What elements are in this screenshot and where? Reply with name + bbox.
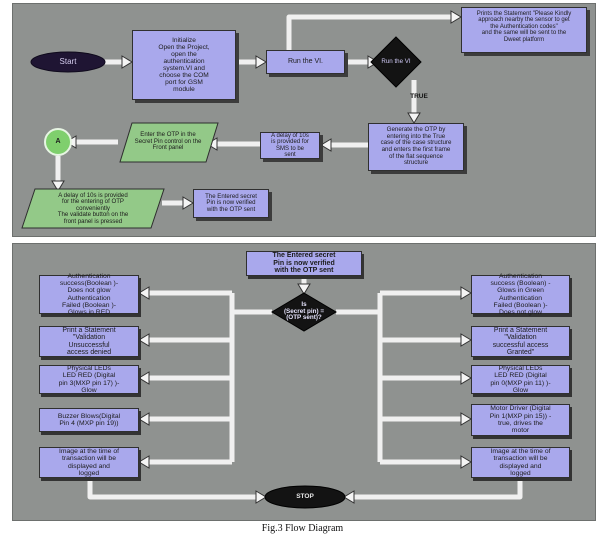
pin-verified-step: The Entered secret Pin is now verified w… — [193, 189, 269, 218]
stop-terminal — [264, 485, 346, 509]
right-statement-box: Print a Statement "Validation successful… — [471, 326, 570, 357]
left-led-text: Physical LEDs LED RED (Digital pin 3(MXP… — [58, 364, 120, 394]
left-image-log-text: Image at the time of transaction will be… — [58, 447, 120, 477]
delay-entering-input-shape — [21, 188, 165, 229]
right-led-text: Physical LEDs LED RED (Digital pin 0(MXP… — [490, 364, 551, 394]
right-motor-box: Motor Driver (Digital Pin 1(MXP pin 15))… — [471, 404, 570, 436]
right-image-log-box: Image at the time of transaction will be… — [471, 447, 570, 478]
bottom-header-step: The Entered secret Pin is now verified w… — [246, 251, 362, 276]
enter-otp-text: Enter the OTP in the Secret Pin control … — [134, 131, 202, 152]
left-auth-status-text: Authentication success(Boolean )- Does n… — [59, 272, 119, 317]
right-statement-text: Print a Statement "Validation successful… — [492, 326, 549, 356]
delay-sms-step: A delay of 10s is provided for SMS to be… — [260, 132, 320, 159]
figure-caption: Fig.3 Flow Diagram — [261, 523, 344, 535]
left-auth-status-box: Authentication success(Boolean )- Does n… — [39, 272, 139, 317]
generate-otp-step: Generate the OTP by entering into the Tr… — [368, 123, 464, 171]
left-image-log-box: Image at the time of transaction will be… — [39, 447, 139, 478]
prints-statement-step: Prints the Statement "Please Kindly appr… — [461, 7, 587, 53]
left-statement-box: Print a Statement "Validation Unsuccessf… — [39, 326, 139, 357]
enter-otp-label: Enter the OTP in the Secret Pin control … — [124, 126, 212, 158]
initialize-step: Initialize Open the Project, open the au… — [132, 30, 236, 100]
run-vi-decision-diamond — [370, 36, 422, 88]
delay-entering-label: A delay of 10s is provided for the enter… — [28, 190, 158, 228]
generate-otp-text: Generate the OTP by entering into the Tr… — [380, 125, 452, 167]
right-auth-status-text: Authentication success (Boolean) - Glows… — [490, 272, 551, 317]
right-image-log-text: Image at the time of transaction will be… — [490, 447, 551, 477]
start-terminal — [30, 51, 106, 73]
initialize-text: Initialize Open the Project, open the au… — [158, 36, 210, 94]
delay-sms-text: A delay of 10s is provided for SMS to be… — [271, 132, 309, 158]
true-label: TRUE — [410, 93, 428, 101]
pin-verified-text: The Entered secret Pin is now verified w… — [205, 192, 257, 213]
delay-entering-text: A delay of 10s is provided for the enter… — [57, 191, 129, 225]
decision-text: Is (Secret pin) = (OTP sent)? — [283, 300, 325, 322]
left-statement-text: Print a Statement "Validation Unsuccessf… — [62, 326, 116, 356]
enter-otp-input-shape — [119, 122, 219, 163]
right-led-box: Physical LEDs LED RED (Digital pin 0(MXP… — [471, 365, 570, 394]
decision-label: Is (Secret pin) = (OTP sent)? — [276, 299, 332, 325]
connector-a-circle — [44, 128, 72, 156]
bottom-header-text: The Entered secret Pin is now verified w… — [272, 252, 336, 275]
left-buzzer-text: Buzzer Blows(Digital Pin 4 (MXP pin 19)) — [57, 412, 121, 427]
run-vi-decision-label: Run the VI — [381, 57, 411, 65]
start-label: Start — [59, 56, 77, 66]
run-vi-step-text: Run the VI. — [287, 58, 324, 66]
stop-label: STOP — [296, 493, 314, 501]
prints-statement-text: Prints the Statement "Please Kindly appr… — [476, 11, 572, 43]
right-motor-text: Motor Driver (Digital Pin 1(MXP pin 15))… — [489, 405, 552, 435]
connector-a-label: A — [55, 138, 61, 146]
otp-match-decision-diamond — [271, 292, 337, 332]
left-led-box: Physical LEDs LED RED (Digital pin 3(MXP… — [39, 365, 139, 394]
right-auth-status-box: Authentication success (Boolean) - Glows… — [471, 272, 570, 317]
left-buzzer-box: Buzzer Blows(Digital Pin 4 (MXP pin 19)) — [39, 408, 139, 432]
run-vi-step: Run the VI. — [266, 50, 345, 74]
